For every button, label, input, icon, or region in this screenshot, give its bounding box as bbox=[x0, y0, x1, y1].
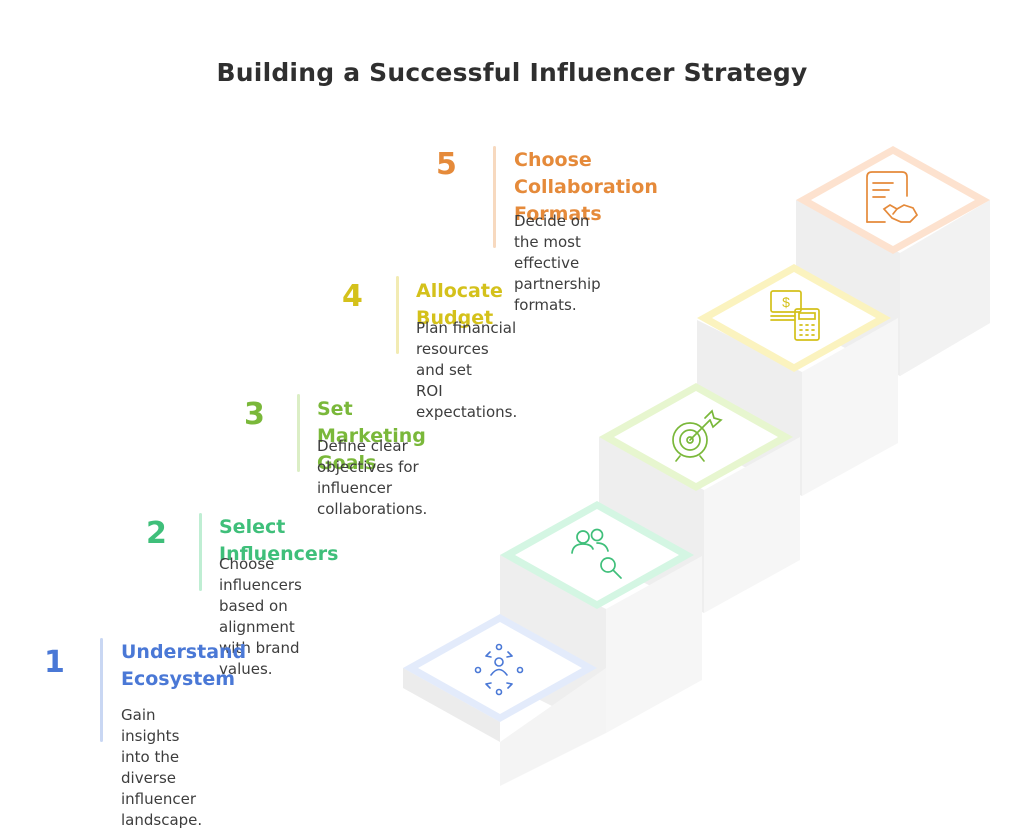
platform-4 bbox=[697, 264, 891, 372]
step-description: Define clear objectives for influencer c… bbox=[317, 437, 428, 518]
step-description: Gain insights into the diverse influence… bbox=[121, 706, 203, 829]
contract-handshake-icon bbox=[866, 171, 919, 223]
svg-text:$: $ bbox=[782, 294, 790, 310]
stair-body bbox=[403, 200, 990, 786]
page-title: Building a Successful Influencer Strateg… bbox=[216, 58, 808, 87]
step-number: 5 bbox=[436, 147, 457, 182]
step-number: 2 bbox=[146, 516, 167, 551]
target-icon bbox=[672, 409, 723, 462]
step-number: 1 bbox=[44, 645, 65, 680]
step-number: 4 bbox=[342, 279, 363, 314]
step-title: Select Influencers bbox=[219, 516, 339, 565]
step-divider bbox=[100, 638, 103, 742]
step-divider bbox=[199, 513, 202, 591]
step-title: Allocate Budget bbox=[416, 280, 503, 329]
step-divider bbox=[396, 276, 399, 354]
step-description: Decide on the most effective partnership… bbox=[514, 212, 601, 314]
network-people-icon bbox=[474, 643, 524, 696]
step-description: Plan financial resources and set ROI exp… bbox=[416, 319, 518, 421]
step-title: Set Marketing Goals bbox=[317, 398, 426, 474]
people-search-icon bbox=[571, 528, 622, 579]
step-description: Choose influencers based on alignment wi… bbox=[219, 555, 302, 678]
step-divider bbox=[297, 394, 300, 472]
step-number: 3 bbox=[244, 397, 265, 432]
step-divider bbox=[493, 146, 496, 248]
platform-5 bbox=[796, 146, 990, 254]
platform-2 bbox=[500, 501, 694, 609]
step-title: Choose Collaboration Formats bbox=[514, 149, 658, 225]
money-calculator-icon: $ bbox=[770, 290, 820, 341]
platform-1 bbox=[403, 614, 597, 722]
platform-3 bbox=[599, 383, 793, 491]
staircase-graphic: $ bbox=[403, 146, 990, 786]
step-title: Understand Ecosystem bbox=[121, 641, 247, 690]
